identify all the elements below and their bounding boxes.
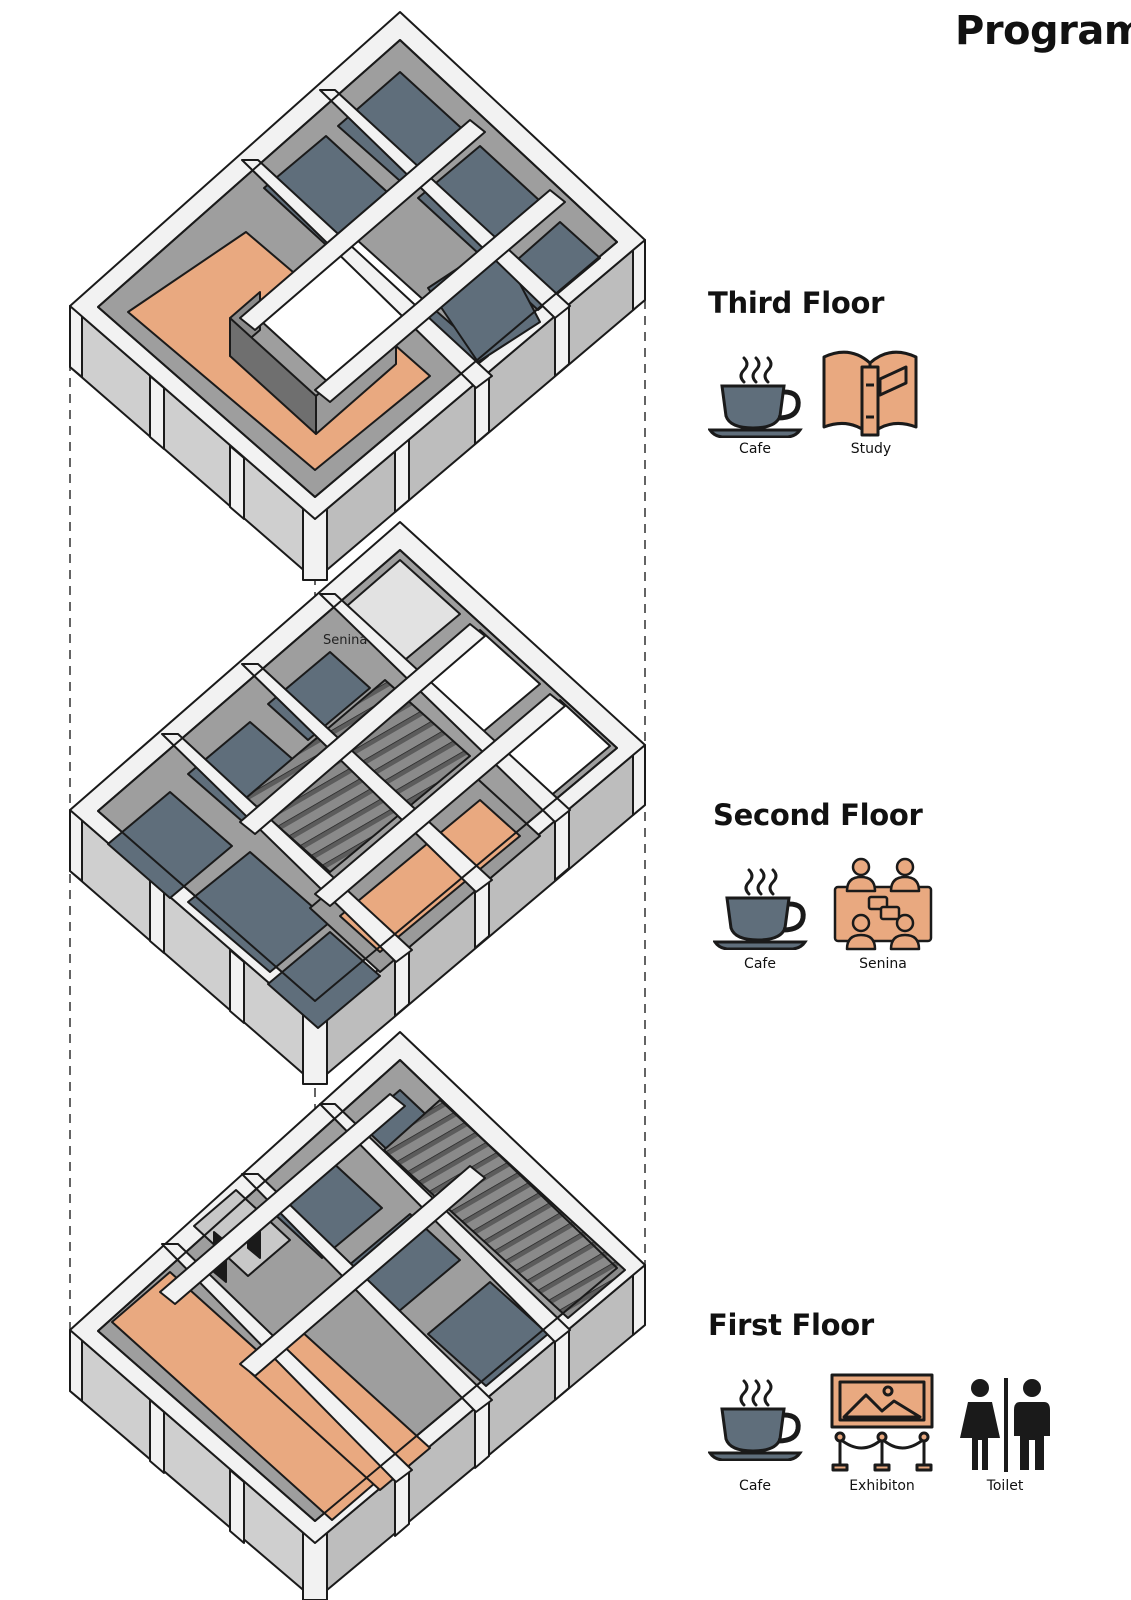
- framed-picture-icon: [830, 1373, 934, 1472]
- axonometric-floor-stack: [69, 11, 646, 1600]
- program-label: Toilet: [986, 1478, 1024, 1494]
- program-label: Cafe: [739, 441, 771, 457]
- program-label: Study: [850, 441, 892, 457]
- program-label: Exhibiton: [849, 1478, 915, 1494]
- second-floor-heading: Second Floor: [713, 798, 923, 832]
- page-title: Program: [955, 8, 1131, 54]
- open-book-icon: [822, 350, 918, 437]
- program-label: Senina: [859, 956, 907, 972]
- third-floor-heading: Third Floor: [708, 286, 885, 320]
- first-floor-plan: [69, 1031, 646, 1600]
- coffee-cup-icon: [708, 356, 803, 438]
- coffee-cup-icon: [708, 1379, 803, 1461]
- plan-room-label: Senina: [323, 633, 368, 648]
- first-floor-heading: First Floor: [708, 1308, 874, 1342]
- program-label: Cafe: [744, 956, 776, 972]
- coffee-cup-icon: [713, 868, 808, 950]
- third-floor-plan: [69, 11, 646, 581]
- second-floor-plan: [69, 521, 646, 1085]
- seminar-meeting-icon: [833, 857, 933, 951]
- program-label: Cafe: [739, 1478, 771, 1494]
- restroom-icon: [960, 1378, 1050, 1472]
